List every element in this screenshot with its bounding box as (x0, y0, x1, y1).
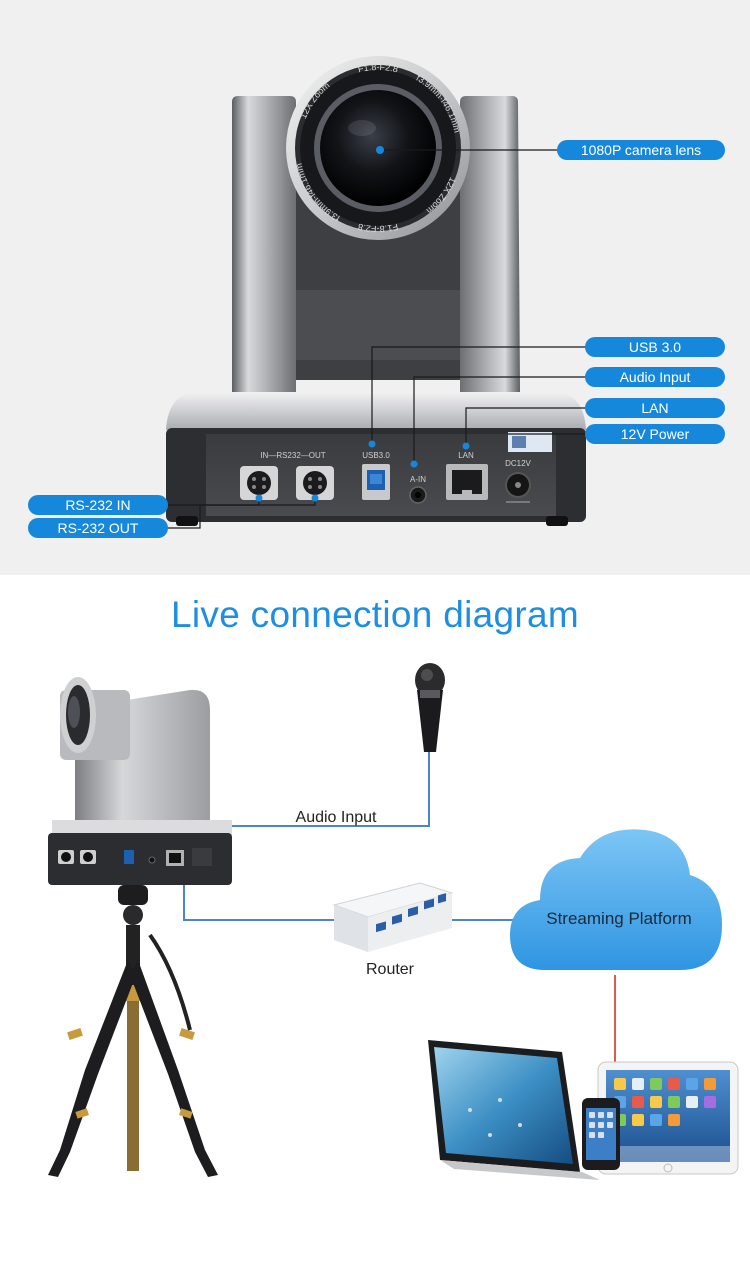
callout-rs232-out: RS-232 OUT (28, 518, 168, 538)
callout-dots (255, 146, 470, 502)
router-label: Router (366, 961, 415, 978)
ptz-camera-diagram (48, 677, 232, 885)
audio-in-port (409, 486, 427, 504)
power-port (505, 432, 552, 503)
callout-lan: LAN (585, 398, 725, 418)
cables (151, 752, 515, 921)
camera-rear-illustration: 12X Zoom F1.8-F2.8 f3.9mm-f46.1mm 12X Zo… (166, 56, 587, 529)
callout-lens: 1080P camera lens (557, 140, 725, 160)
tripod (48, 885, 218, 1177)
panel-ain-label: A-IN (410, 475, 426, 484)
laptop-icon (428, 1040, 600, 1180)
lens-aperture-text: F1.8-F2.8 (357, 62, 399, 74)
svg-text:F1.8-F2.8: F1.8-F2.8 (357, 62, 399, 74)
svg-text:F1.8-F2.8: F1.8-F2.8 (357, 222, 399, 234)
panel-rs232-label: IN—RS232—OUT (260, 451, 325, 460)
left-arm (232, 96, 296, 392)
rs232-in-port (240, 466, 278, 500)
callout-leader-lines (167, 149, 587, 529)
lens-aperture-text-2: F1.8-F2.8 (357, 222, 399, 234)
usb3-port (362, 464, 390, 500)
callout-audio-input: Audio Input (585, 367, 725, 387)
phone-icon (582, 1098, 620, 1170)
callout-usb: USB 3.0 (585, 337, 725, 357)
router-icon (332, 882, 454, 952)
audio-input-label: Audio Input (296, 809, 378, 826)
panel-dc-label: DC12V (505, 459, 531, 468)
tablet-icon (597, 1061, 739, 1175)
panel-lan-label: LAN (458, 451, 474, 460)
microphone-icon (415, 663, 445, 752)
lan-port (446, 464, 488, 500)
streaming-platform-label: Streaming Platform (546, 909, 692, 928)
callout-rs232-in: RS-232 IN (28, 495, 168, 515)
right-arm (460, 96, 520, 392)
diagram-title: Live connection diagram (171, 594, 579, 635)
cloud-icon (510, 829, 722, 970)
panel-usb-label: USB3.0 (362, 451, 390, 460)
rs232-out-port (296, 466, 334, 500)
callout-12v-power: 12V Power (585, 424, 725, 444)
